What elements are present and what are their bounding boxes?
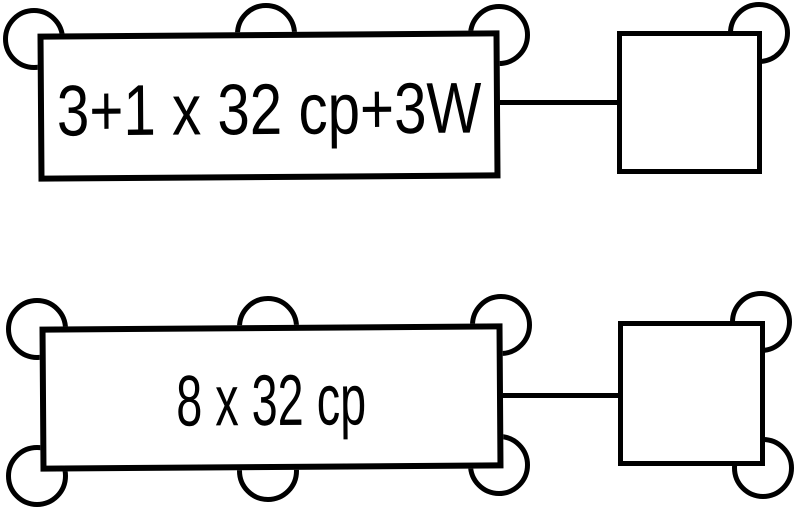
lamp-spec-label: 3+1 x 32 cp+3W (56, 68, 482, 152)
connector-wire (496, 100, 622, 105)
satellite-lamp-body (617, 31, 762, 174)
main-lamp-body: 8 x 32 cp (39, 323, 504, 472)
bulb-circle (6, 445, 68, 507)
lamp-spec-label: 8 x 32 cp (176, 359, 367, 442)
main-lamp-body: 3+1 x 32 cp+3W (37, 30, 501, 182)
connector-wire (500, 393, 622, 398)
satellite-lamp-body (618, 321, 765, 466)
